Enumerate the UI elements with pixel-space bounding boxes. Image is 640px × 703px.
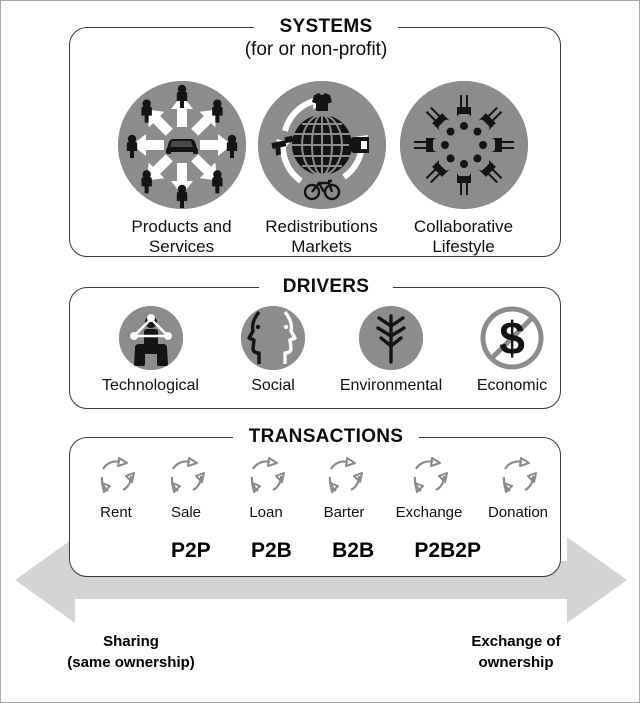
systems-item-collaborative-lifestyle: Collaborative Lifestyle bbox=[386, 81, 541, 257]
systems-item-label: Collaborative Lifestyle bbox=[413, 217, 514, 256]
systems-subtitle: (for or non-profit) bbox=[244, 39, 388, 60]
transactions-item-rent: Rent bbox=[83, 455, 149, 523]
drivers-item-social: Social bbox=[218, 306, 328, 396]
drivers-item-economic: $ Economic bbox=[457, 304, 567, 396]
drivers-item-label: Technological bbox=[102, 377, 199, 394]
transactions-item-loan: Loan bbox=[233, 455, 299, 523]
systems-title: SYSTEMS bbox=[254, 17, 398, 37]
transactions-item-exchange: Exchange bbox=[393, 455, 465, 523]
drivers-item-label: Environmental bbox=[339, 377, 443, 394]
collaborative-lifestyle-icon bbox=[399, 81, 528, 209]
transactions-section bbox=[69, 437, 561, 577]
transactions-item-label: Exchange bbox=[395, 504, 463, 521]
svg-text:$: $ bbox=[499, 312, 525, 364]
transactions-item-label: Sale bbox=[170, 504, 202, 521]
drivers-title: DRIVERS bbox=[259, 277, 393, 297]
drivers-item-label: Social bbox=[251, 377, 295, 394]
relationship-model-p2b2p: P2B2P bbox=[414, 539, 481, 562]
spectrum-left-label: Sharing (same ownership) bbox=[67, 633, 195, 671]
transactions-item-label: Loan bbox=[249, 504, 283, 521]
drivers-item-environmental: Environmental bbox=[331, 306, 451, 396]
relationship-models-row: P2P P2B B2B P2B2P bbox=[171, 539, 481, 563]
no-money-icon: $ bbox=[478, 304, 546, 372]
systems-item-label: Products and Services bbox=[131, 217, 232, 256]
technological-network-icon bbox=[118, 306, 183, 370]
tree-icon bbox=[359, 306, 423, 370]
relationship-model-p2p: P2P bbox=[171, 539, 211, 562]
systems-item-products-and-services: Products and Services bbox=[104, 81, 259, 257]
cycle-arrows-icon bbox=[244, 455, 288, 499]
cycle-arrows-icon bbox=[322, 455, 366, 499]
spectrum-arrow bbox=[15, 535, 627, 625]
transactions-item-label: Donation bbox=[487, 504, 549, 521]
systems-item-label: Redistributions Markets bbox=[265, 217, 378, 256]
relationship-model-p2b: P2B bbox=[250, 539, 292, 562]
drivers-item-label: Economic bbox=[476, 377, 548, 394]
transactions-item-label: Barter bbox=[323, 504, 365, 521]
relationship-model-b2b: B2B bbox=[332, 539, 375, 562]
cycle-arrows-icon bbox=[496, 455, 540, 499]
transactions-item-donation: Donation bbox=[480, 455, 556, 523]
transactions-item-label: Rent bbox=[100, 504, 132, 521]
redistribution-markets-icon bbox=[257, 81, 386, 209]
drivers-item-technological: Technological bbox=[88, 306, 213, 396]
cycle-arrows-icon bbox=[94, 455, 138, 499]
cycle-arrows-icon bbox=[164, 455, 208, 499]
spectrum-right-label: Exchange of ownership bbox=[471, 633, 561, 671]
transactions-title: TRANSACTIONS bbox=[233, 427, 419, 447]
two-faces-icon bbox=[241, 306, 305, 370]
transactions-item-barter: Barter bbox=[311, 455, 377, 523]
cycle-arrows-icon bbox=[407, 455, 451, 499]
systems-item-redistributions-markets: Redistributions Markets bbox=[244, 81, 399, 257]
transactions-item-sale: Sale bbox=[153, 455, 219, 523]
products-and-services-icon bbox=[117, 81, 246, 209]
